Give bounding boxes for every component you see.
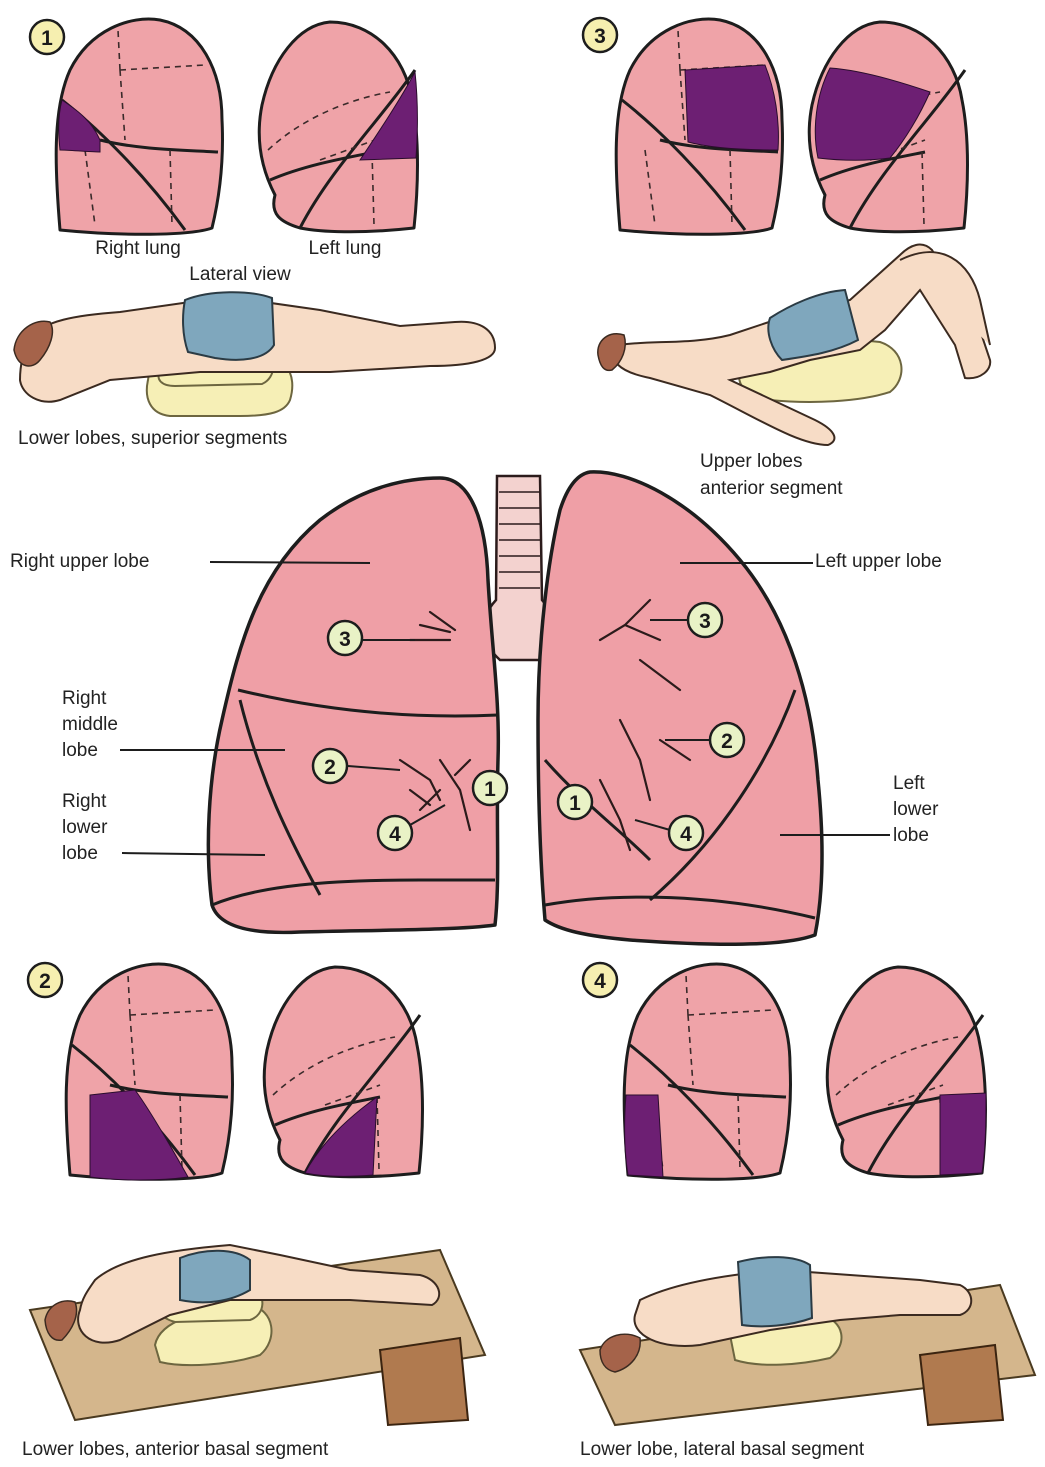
- right-lung-lateral-3: [616, 19, 782, 234]
- label-left-lower-line3: lobe: [893, 825, 929, 846]
- right-lung-lateral-4: [624, 964, 790, 1179]
- marker-3-left-text: 3: [699, 610, 711, 633]
- patient-figure-supine: [598, 245, 990, 445]
- caption-4: Lower lobe, lateral basal segment: [580, 1439, 865, 1460]
- panel-1: 1 Right lung Left lung Lateral view Lowe…: [14, 19, 495, 449]
- left-lung-label: Left lung: [309, 238, 382, 259]
- label-right-middle-line1: Right: [62, 688, 107, 709]
- position-number-2: 2: [39, 970, 51, 993]
- position-number-1: 1: [41, 27, 53, 50]
- position-number-3: 3: [594, 25, 606, 48]
- caption-2: Lower lobes, anterior basal segment: [22, 1439, 329, 1460]
- marker-4-left-text: 4: [680, 823, 692, 846]
- label-right-lower-line2: lower: [62, 817, 108, 838]
- label-right-middle-line2: middle: [62, 714, 118, 735]
- label-right-lower-line1: Right: [62, 791, 107, 812]
- left-lung-lateral-3: [809, 22, 967, 232]
- right-lung-label: Right lung: [95, 238, 181, 259]
- left-lung-lateral-2: [264, 967, 422, 1177]
- patient-figure-prone: [14, 292, 495, 416]
- label-left-upper-lobe: Left upper lobe: [815, 551, 942, 572]
- marker-1-left-text: 1: [569, 792, 581, 815]
- caption-3-line1: Upper lobes: [700, 451, 802, 472]
- left-lung-lateral-1: [259, 22, 417, 232]
- label-left-lower-line2: lower: [893, 799, 939, 820]
- left-lung-lateral-4: [827, 967, 986, 1177]
- leader-right-upper-lobe: [210, 562, 370, 563]
- label-right-upper-lobe: Right upper lobe: [10, 551, 149, 572]
- marker-2-right-text: 2: [324, 756, 336, 779]
- caption-1: Lower lobes, superior segments: [18, 428, 287, 449]
- marker-3-right-text: 3: [339, 628, 351, 651]
- lateral-view-label: Lateral view: [189, 264, 291, 285]
- label-right-lower-line3: lobe: [62, 843, 98, 864]
- marker-4-right-text: 4: [389, 823, 401, 846]
- panel-4: 4 Lower lobe, lateral basal segment: [580, 963, 1035, 1460]
- caption-3-line2: anterior segment: [700, 478, 843, 499]
- patient-figure-tilt-4: [580, 1257, 1035, 1425]
- right-lung-frontal: [208, 478, 498, 932]
- marker-1-right-text: 1: [484, 778, 496, 801]
- panel-2: 2 Lower lobes, anterior basal segment: [22, 963, 485, 1460]
- position-number-4: 4: [594, 970, 606, 993]
- label-right-middle-line3: lobe: [62, 740, 98, 761]
- central-lungs: Right upper lobe Left upper lobe Right m…: [10, 472, 942, 944]
- patient-figure-tilt-2: [30, 1245, 485, 1425]
- right-lung-lateral-2: [66, 964, 232, 1180]
- panel-3: 3 Upper lobes anterior segment: [583, 18, 990, 499]
- marker-2-left-text: 2: [721, 730, 733, 753]
- label-left-lower-line1: Left: [893, 773, 925, 794]
- right-lung-lateral-1: [56, 19, 222, 234]
